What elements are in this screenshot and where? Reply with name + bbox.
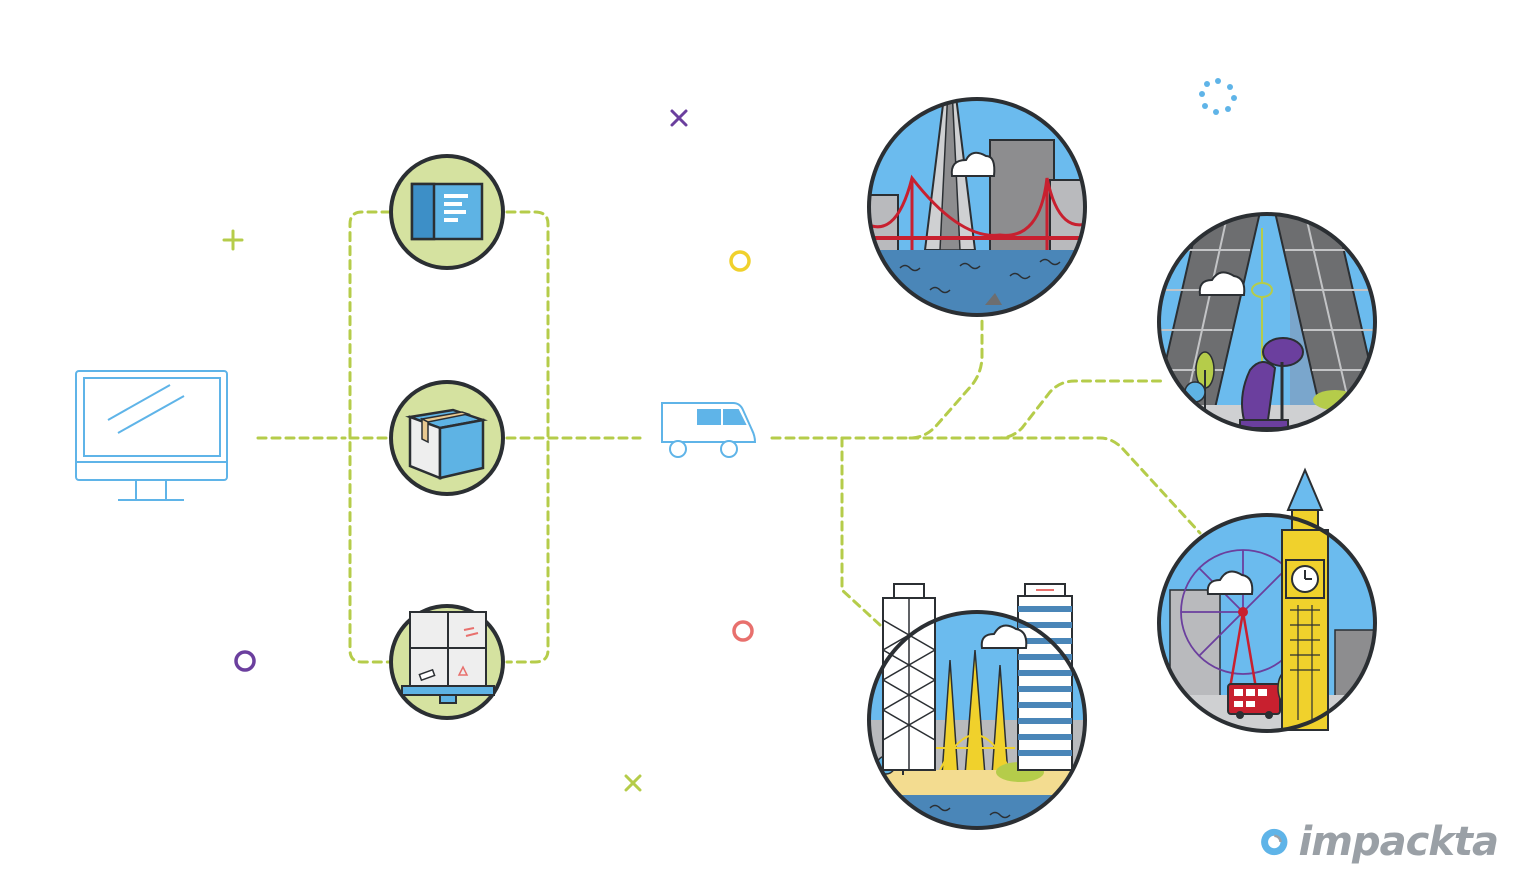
brand-logo: impackta: [1258, 816, 1499, 868]
box-package-icon: [389, 380, 505, 496]
connector-paths: [256, 210, 1202, 664]
ring-logo-icon: [1261, 828, 1288, 856]
barcelona-destination: [867, 583, 1087, 830]
delivery-van-icon: [661, 402, 757, 458]
cloud-icon: [980, 624, 1028, 649]
dotted-ring: [1199, 78, 1237, 115]
brand-name: impackta: [1298, 819, 1499, 865]
london-destination: [1157, 467, 1377, 733]
plus-mark: [222, 229, 244, 251]
left-skyscraper-icon: [882, 583, 936, 771]
cross-mark-green: [624, 774, 642, 792]
cloud-icon: [1198, 271, 1246, 296]
ring-purple: [234, 650, 256, 672]
decorations: [222, 78, 1237, 792]
envelope-package-icon: [389, 154, 505, 270]
pallet-package-icon: [389, 604, 505, 720]
path-to-madrid: [908, 379, 1167, 440]
cloud-icon: [950, 151, 996, 177]
madrid-destination: [1157, 212, 1377, 432]
path-van-out: [770, 316, 984, 440]
computer-monitor-icon: [75, 370, 228, 501]
ring-yellow: [729, 250, 751, 272]
path-to-barcelona: [840, 436, 882, 627]
right-skyscraper-icon: [1017, 583, 1073, 771]
path-to-london: [998, 436, 1202, 535]
ring-coral: [732, 620, 754, 642]
double-decker-bus-icon: [1227, 683, 1281, 719]
cloud-icon: [1206, 570, 1254, 595]
cross-mark-purple: [670, 109, 688, 127]
san-francisco-destination: [867, 97, 1087, 317]
big-ben-clock-tower-icon: [1281, 467, 1329, 731]
